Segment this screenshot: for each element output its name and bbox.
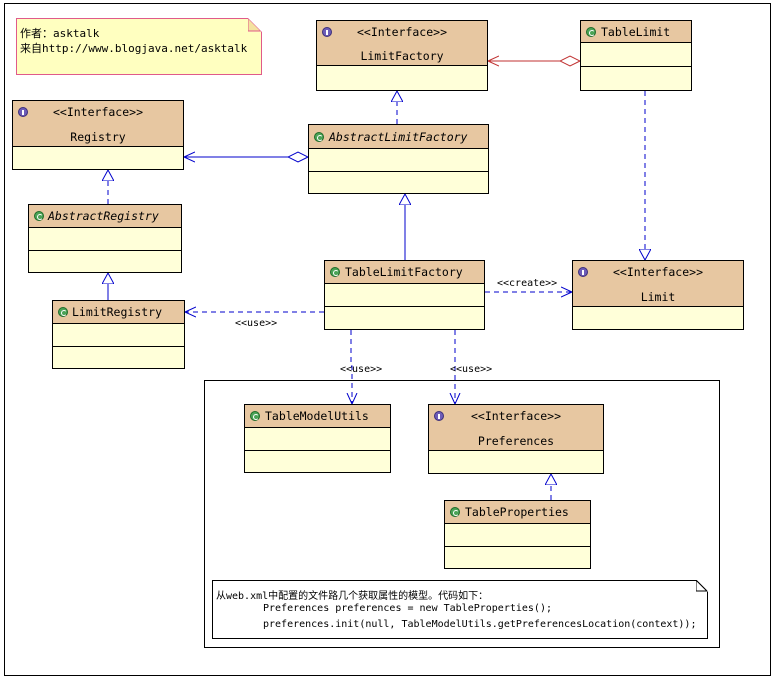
interface-icon (578, 267, 588, 277)
class-abstract-registry[interactable]: AbstractRegistry (28, 204, 182, 273)
code-line-1: Preferences preferences = new TablePrope… (263, 603, 552, 614)
class-table-limit[interactable]: TableLimit (580, 20, 692, 91)
stereotype-label: <<Interface>> (356, 25, 447, 39)
author-line: 作者：asktalk (20, 27, 100, 40)
interface-icon (434, 411, 444, 421)
stereotype-label: <<Interface>> (470, 409, 561, 423)
class-icon (34, 211, 44, 221)
author-note: 作者：asktalk 来自http://www.blogjava.net/ask… (16, 18, 262, 75)
use-registry-label: <<use>> (235, 318, 278, 329)
note-description: 从web.xml中配置的文件路几个获取属性的模型。代码如下： (216, 591, 489, 602)
class-icon (314, 132, 324, 142)
diagram-frame (4, 3, 771, 676)
interface-icon (18, 107, 28, 117)
code-line-2: preferences.init(null, TableModelUtils.g… (263, 619, 697, 630)
class-name: Registry (70, 130, 126, 144)
use-model-utils-label: <<use>> (340, 364, 383, 375)
class-icon (450, 507, 460, 517)
class-name: AbstractRegistry (48, 209, 159, 223)
preferences-package (204, 380, 720, 648)
code-note: 从web.xml中配置的文件路几个获取属性的模型。代码如下： Preferenc… (212, 580, 708, 639)
class-table-properties[interactable]: TableProperties (444, 500, 591, 569)
source-line: 来自http://www.blogjava.net/asktalk (20, 42, 248, 55)
class-limit[interactable]: <<Interface>> Limit (572, 260, 744, 330)
class-abstract-limit-factory[interactable]: AbstractLimitFactory (308, 124, 489, 194)
class-name: AbstractLimitFactory (329, 130, 468, 144)
create-label: <<create>> (497, 278, 558, 289)
stereotype-label: <<Interface>> (612, 265, 703, 279)
class-name: LimitRegistry (72, 305, 163, 319)
class-limit-registry[interactable]: LimitRegistry (52, 300, 185, 369)
interface-icon (322, 27, 332, 37)
class-icon (330, 267, 340, 277)
class-registry[interactable]: <<Interface>> Registry (12, 100, 184, 170)
class-name: TableProperties (465, 505, 569, 519)
class-table-model-utils[interactable]: TableModelUtils (244, 404, 391, 473)
note-fold-corner (696, 580, 708, 592)
class-name: Limit (640, 290, 676, 304)
class-limit-factory[interactable]: <<Interface>> LimitFactory (316, 20, 488, 91)
class-name: TableLimitFactory (345, 265, 463, 279)
class-preferences[interactable]: <<Interface>> Preferences (428, 404, 604, 474)
class-icon (586, 27, 596, 37)
class-name: Preferences (477, 434, 555, 448)
class-icon (250, 411, 260, 421)
use-preferences-label: <<use>> (450, 364, 493, 375)
class-icon (58, 307, 68, 317)
class-name: TableLimit (601, 25, 671, 39)
class-name: LimitFactory (360, 49, 444, 63)
note-fold-corner (248, 18, 262, 32)
class-name: TableModelUtils (265, 409, 369, 423)
stereotype-label: <<Interface>> (52, 105, 143, 119)
class-table-limit-factory[interactable]: TableLimitFactory (324, 260, 485, 330)
